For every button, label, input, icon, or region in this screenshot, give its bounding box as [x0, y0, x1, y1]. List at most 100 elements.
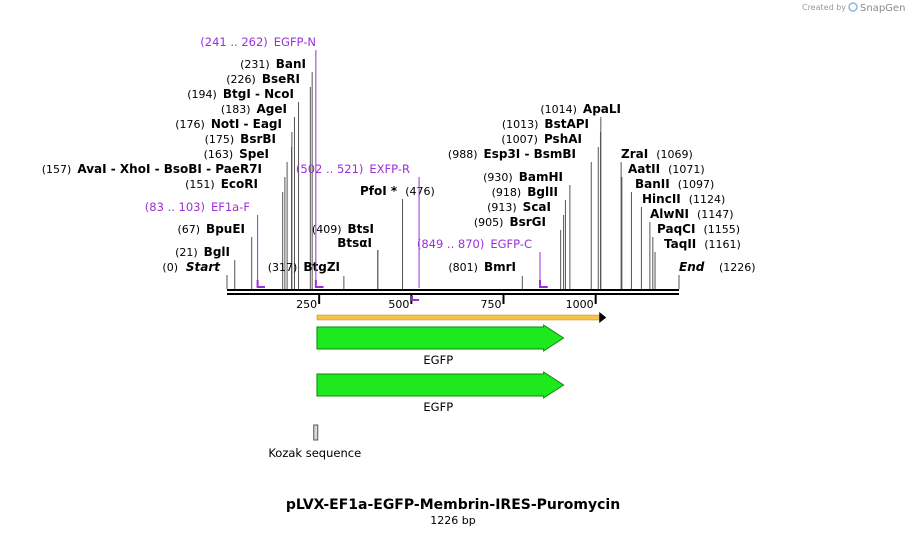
enzyme-name: BmrI: [484, 260, 516, 274]
enzyme-position: (905): [474, 216, 504, 229]
enzyme-name: BsrGI: [509, 215, 546, 229]
snapgene-logo-icon: [848, 2, 858, 12]
enzyme-name: PaqCI: [657, 222, 695, 236]
enzyme-name: BamHI: [519, 170, 563, 184]
enzyme-site[interactable]: BseRI (226): [226, 72, 311, 289]
enzyme-site[interactable]: ZraI(1069): [620, 147, 693, 289]
enzyme-site[interactable]: PshAI (1007): [501, 132, 599, 289]
enzyme-position: (1124): [689, 193, 726, 206]
enzyme-site[interactable]: BsrBI(175): [205, 132, 293, 289]
enzyme-position: (913): [487, 201, 517, 214]
feature-arrow: [316, 324, 565, 352]
enzyme-site[interactable]: BglII (918): [492, 185, 566, 289]
enzyme-site[interactable]: BanII(1097): [630, 177, 714, 289]
primer-name: EF1a-F: [211, 200, 250, 214]
enzyme-site[interactable]: BtsI (409): [312, 222, 379, 289]
feature-egfp[interactable]: EGFP: [316, 324, 565, 367]
enzyme-name: TaqII: [664, 237, 696, 251]
enzyme-position: (1013): [502, 118, 539, 131]
enzyme-name: AatII: [628, 162, 660, 176]
primer-egfp-n[interactable]: EGFP-N(241 .. 262): [200, 35, 324, 288]
enzyme-name: NotI - EagI: [211, 117, 282, 131]
backbone: [227, 289, 679, 295]
enzyme-site[interactable]: EcoRI(151): [185, 177, 284, 289]
enzyme-position: (988): [448, 148, 478, 161]
enzyme-site[interactable]: AlwNI(1147): [649, 207, 734, 289]
feature-egfp[interactable]: EGFP: [316, 371, 565, 414]
enzyme-name: BtsI: [348, 222, 375, 236]
enzyme-name: BseRI: [262, 72, 300, 86]
feature-box: [313, 424, 319, 441]
enzyme-site[interactable]: AgeI(183): [221, 102, 295, 289]
enzyme-position: (409): [312, 223, 342, 236]
enzyme-name: BsrBI: [240, 132, 276, 146]
enzyme-site[interactable]: PaqCI(1155): [652, 222, 740, 289]
enzyme-site[interactable]: AvaI - XhoI - BsoBI - PaeR7I (157): [42, 162, 286, 289]
primer-range: (83 .. 103): [145, 200, 205, 214]
enzyme-name: BstAPI: [544, 117, 589, 131]
credit-brand: SnapGene: [860, 3, 906, 14]
enzyme-position: (1161): [704, 238, 741, 251]
feature-kozak-sequence[interactable]: Kozak sequence: [268, 424, 361, 460]
primer-range: (502 .. 521): [296, 162, 364, 176]
enzyme-position: (1014): [540, 103, 577, 116]
enzyme-position: (476): [405, 185, 435, 198]
map-length: 1226 bp: [430, 514, 475, 527]
enzyme-name: BglII: [527, 185, 558, 199]
orf-arrow[interactable]: [316, 312, 607, 323]
enzyme-name: ApaLI: [583, 102, 621, 116]
enzyme-position: (183): [221, 103, 251, 116]
enzyme-position: (226): [226, 73, 256, 86]
enzyme-name: BpuEI: [206, 222, 245, 236]
enzyme-site[interactable]: BtgZI(317): [268, 260, 345, 289]
tick-label: 500: [388, 298, 409, 311]
enzyme-position: (151): [185, 178, 215, 191]
enzyme-site[interactable]: BtgI - NcoI (194): [187, 87, 300, 289]
primer-exfp-r[interactable]: EXFP-R (502 .. 521): [296, 162, 420, 301]
feature-label: EGFP: [423, 353, 453, 367]
enzyme-position: (801): [448, 261, 478, 274]
enzyme-position: (930): [483, 171, 513, 184]
enzyme-position: (67): [177, 223, 200, 236]
primer-bind-mark: [539, 280, 548, 288]
primer-egfp-c[interactable]: EGFP-C(849 .. 870): [417, 237, 548, 288]
enzyme-site[interactable]: BsrGI (905): [474, 215, 562, 289]
feature-label: EGFP: [423, 400, 453, 414]
enzyme-position: (157): [42, 163, 72, 176]
primer-bind-mark: [256, 280, 265, 288]
tick-label: 250: [296, 298, 317, 311]
enzyme-site[interactable]: HincII (1124): [640, 192, 726, 289]
primer-name: EXFP-R: [369, 162, 410, 176]
enzyme-site[interactable]: BmrI (801): [448, 260, 523, 289]
enzyme-name: Esp3I - BsmBI: [484, 147, 576, 161]
credit-prefix: Created by: [802, 3, 846, 12]
enzyme-site[interactable]: BglI(21): [175, 245, 236, 289]
end-label: End: [679, 260, 705, 274]
enzyme-site[interactable]: ScaI(913): [487, 200, 565, 289]
enzyme-site[interactable]: BanI(231): [240, 57, 313, 289]
primer-ef1a-f[interactable]: EF1a-F (83 .. 103): [145, 200, 265, 288]
enzyme-position: (918): [492, 186, 522, 199]
enzyme-name: HincII: [642, 192, 681, 206]
enzyme-position: (1147): [697, 208, 734, 221]
start-label: Start: [186, 260, 221, 274]
enzyme-name: BtgI - NcoI: [223, 87, 294, 101]
enzyme-site[interactable]: AatII(1071): [621, 162, 705, 289]
enzyme-site[interactable]: BamHI (930): [483, 170, 571, 289]
enzyme-name: AvaI - XhoI - BsoBI - PaeR7I: [77, 162, 262, 176]
enzyme-site[interactable]: BpuEI (67): [177, 222, 253, 289]
enzyme-name: PshAI: [544, 132, 582, 146]
enzyme-site[interactable]: PfoI *(476): [360, 184, 435, 289]
primer-bind-mark: [314, 280, 324, 288]
enzyme-site[interactable]: BtsαI: [337, 236, 379, 289]
enzyme-position: (231): [240, 58, 270, 71]
enzyme-position: (194): [187, 88, 217, 101]
enzyme-position: (1069): [656, 148, 693, 161]
enzyme-site[interactable]: Esp3I - BsmBI (988): [448, 147, 592, 289]
enzyme-site[interactable]: SpeI(163): [204, 147, 288, 289]
enzyme-site[interactable]: TaqII (1161): [654, 237, 741, 289]
enzyme-position: (1007): [501, 133, 538, 146]
enzyme-position: (176): [175, 118, 205, 131]
enzyme-site[interactable]: BstAPI (1013): [502, 117, 601, 289]
